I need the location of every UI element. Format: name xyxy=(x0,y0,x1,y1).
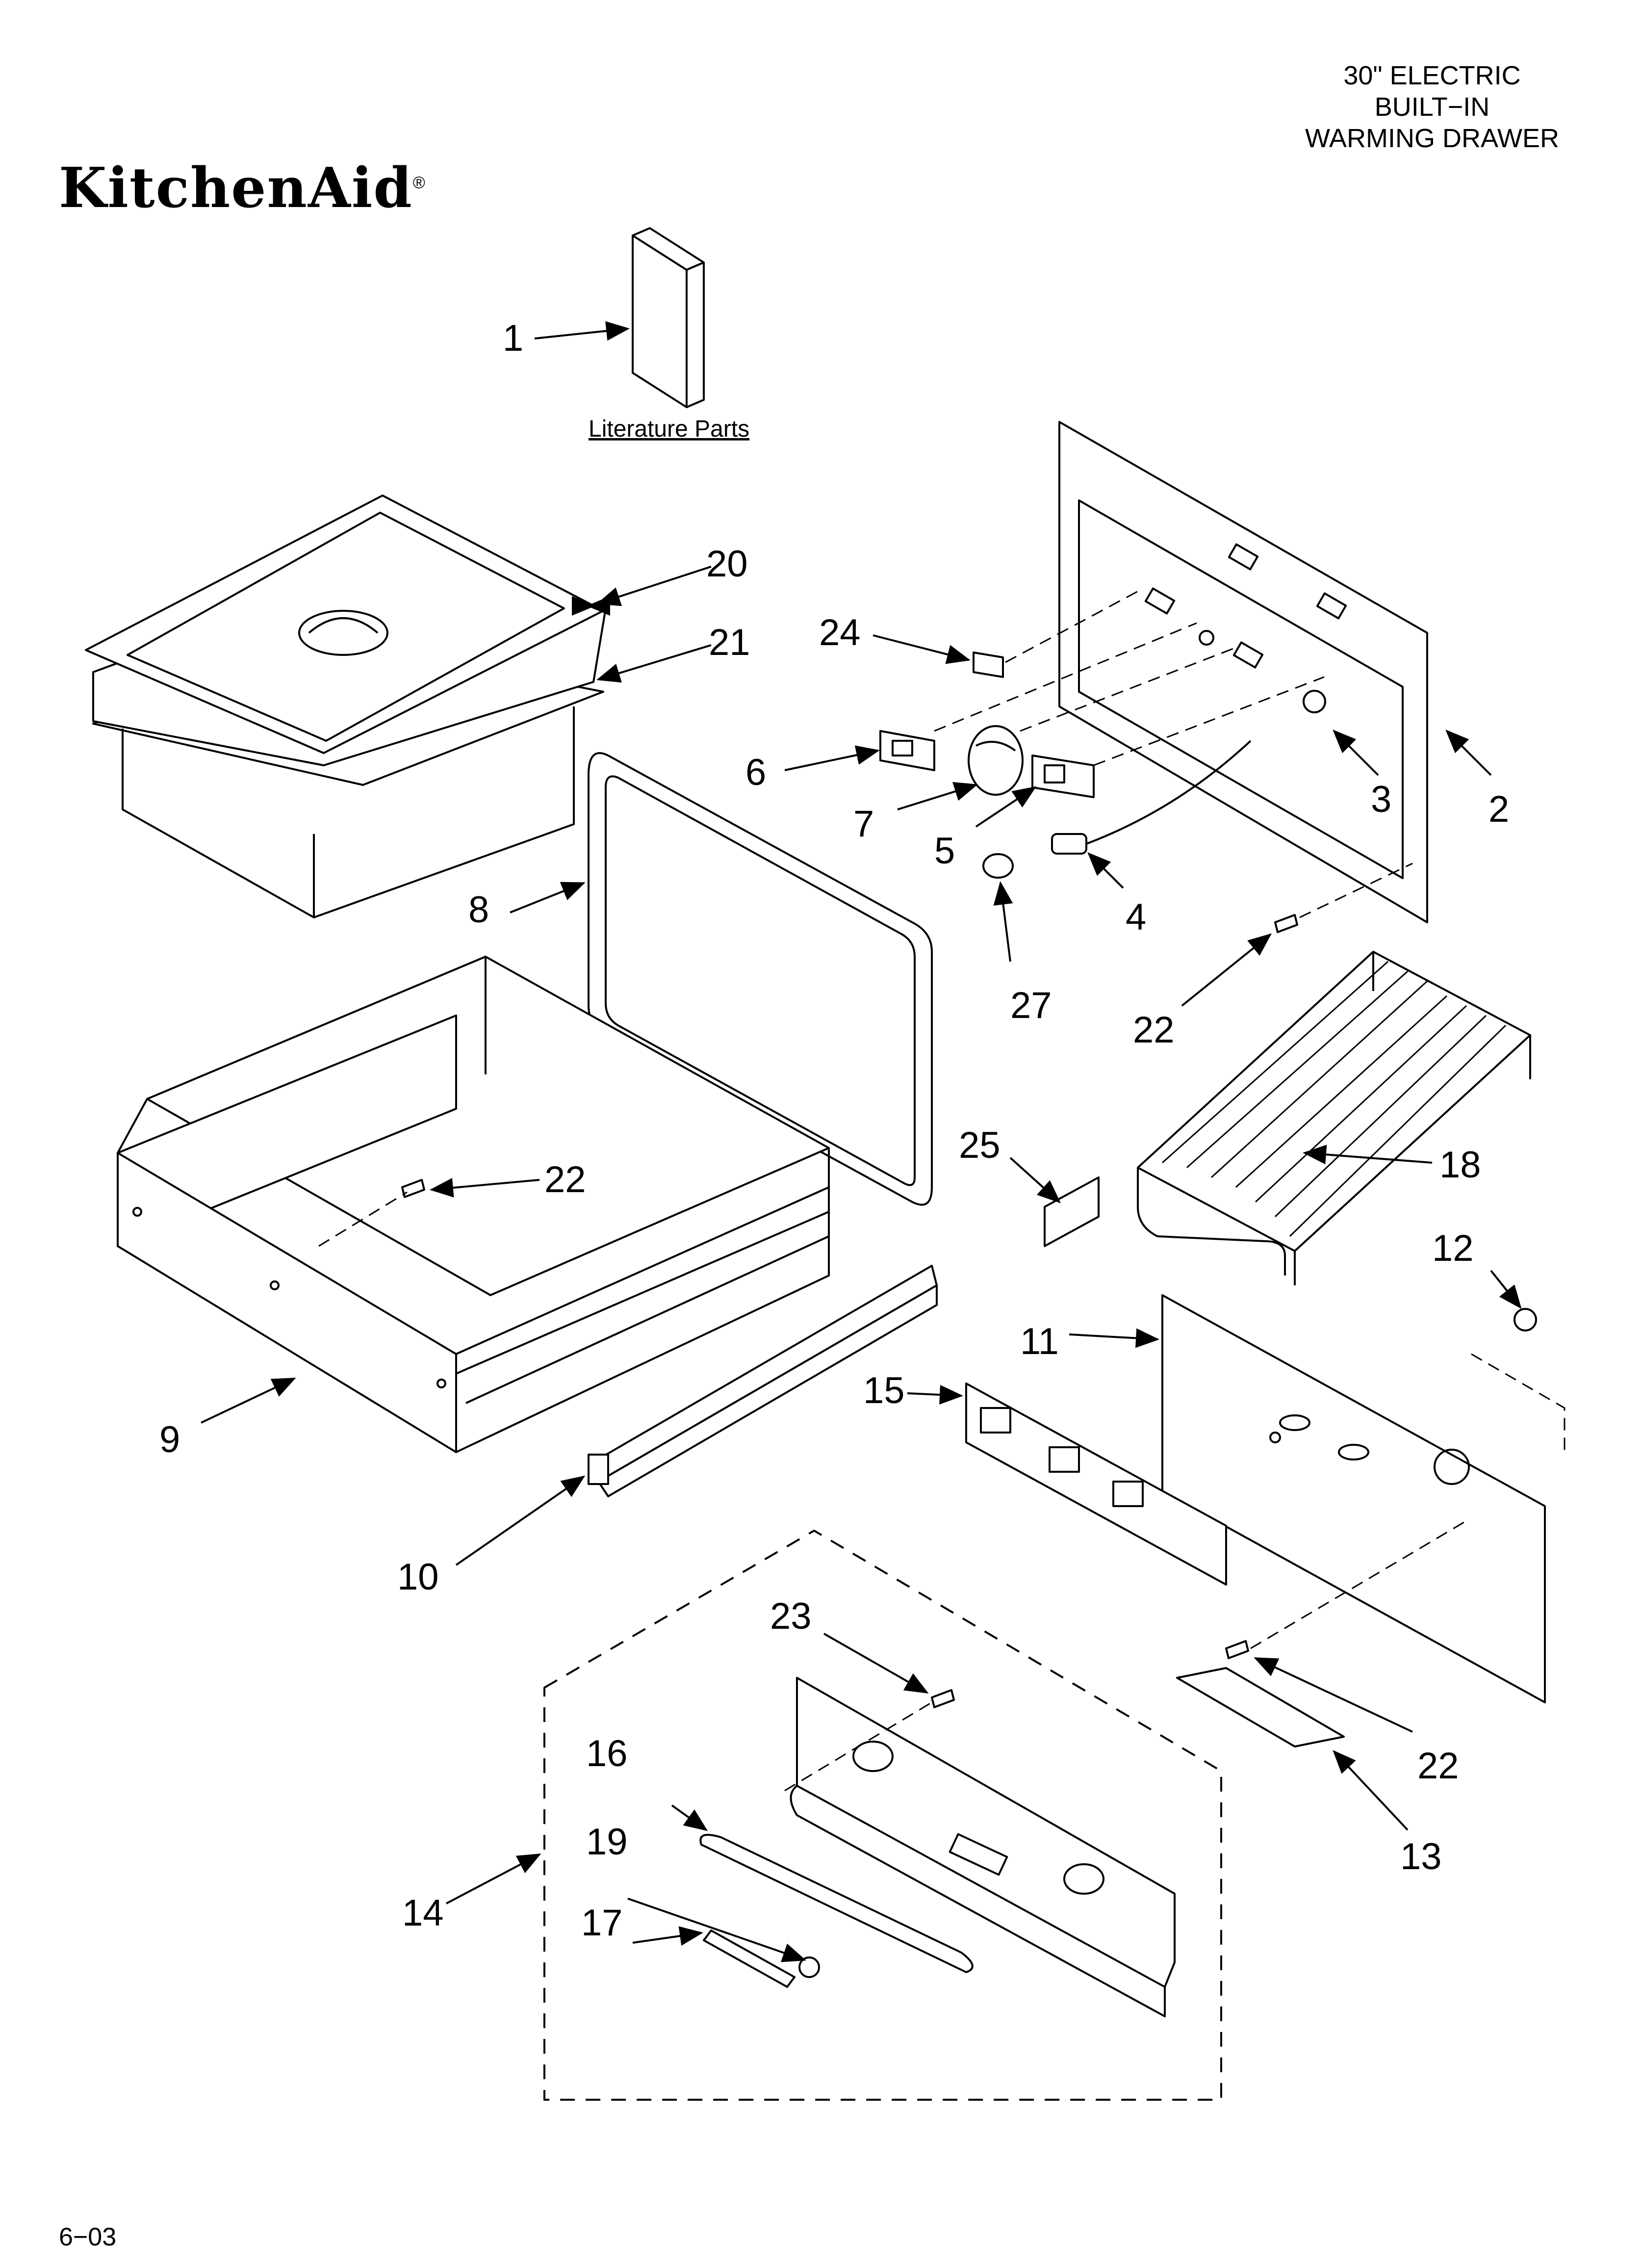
callout-6: 6 xyxy=(745,752,766,793)
part-nameplate xyxy=(703,1929,795,1988)
part-switch-rocker-6 xyxy=(879,730,935,771)
part-pan-with-lid xyxy=(85,495,607,918)
callout-1: 1 xyxy=(503,317,523,359)
part-handle xyxy=(699,1834,974,1973)
callout-11: 11 xyxy=(1020,1321,1059,1362)
callout-24: 24 xyxy=(819,612,861,653)
callout-3: 3 xyxy=(1371,779,1391,820)
callout-25: 25 xyxy=(959,1124,1001,1166)
part-drawer-box xyxy=(117,956,830,1453)
callout-2: 2 xyxy=(1488,788,1509,830)
callout-9: 9 xyxy=(159,1419,180,1460)
callout-arrows xyxy=(201,321,1522,1962)
rack-wires xyxy=(1162,961,1507,1237)
part-handle-nut xyxy=(798,1956,820,1978)
callout-23: 23 xyxy=(770,1595,812,1637)
part-screw-22-rack xyxy=(1274,914,1298,933)
part-bracket xyxy=(1044,1176,1100,1247)
callout-17: 17 xyxy=(581,1902,623,1944)
part-control-bezel xyxy=(965,1382,1227,1586)
part-literature-booklet xyxy=(632,227,705,408)
part-wire-rack xyxy=(1137,951,1531,1285)
header-line-2: BUILT−IN xyxy=(1374,92,1490,122)
part-control-knob xyxy=(968,725,1024,796)
callout-20: 20 xyxy=(706,543,748,585)
header-line-3: WARMING DRAWER xyxy=(1305,124,1559,153)
brand-logo: KitchenAid® xyxy=(59,156,426,220)
registered-mark: ® xyxy=(412,173,426,192)
callout-22-drawer: 22 xyxy=(544,1159,586,1200)
callout-12: 12 xyxy=(1432,1227,1474,1269)
callout-19: 19 xyxy=(586,1821,628,1863)
callout-10: 10 xyxy=(397,1556,439,1598)
callout-22-panel: 22 xyxy=(1417,1745,1459,1787)
part-screw-22-panel xyxy=(1225,1640,1249,1659)
literature-parts-label: Literature Parts xyxy=(589,416,749,442)
callout-16: 16 xyxy=(586,1733,628,1774)
callout-13: 13 xyxy=(1400,1836,1442,1877)
header-line-1: 30" ELECTRIC xyxy=(1343,61,1521,90)
callout-27: 27 xyxy=(1010,985,1052,1026)
part-switch-rocker-5 xyxy=(1031,755,1095,798)
callout-labels: 1 2 3 4 5 6 7 8 9 10 11 12 13 14 15 16 1… xyxy=(159,317,1509,1944)
footer-code: 6−03 xyxy=(59,2223,117,2251)
callout-8: 8 xyxy=(468,889,489,931)
callout-14: 14 xyxy=(402,1892,444,1934)
callout-21: 21 xyxy=(709,622,750,663)
callout-15: 15 xyxy=(863,1370,905,1411)
part-nut xyxy=(1514,1308,1537,1331)
part-label-24 xyxy=(973,652,1004,678)
callout-22-rack: 22 xyxy=(1133,1009,1175,1051)
callout-18: 18 xyxy=(1439,1144,1481,1186)
part-plug-button xyxy=(982,853,1014,879)
mounting-lines xyxy=(318,588,1565,1792)
header-title: 30" ELECTRIC BUILT−IN WARMING DRAWER xyxy=(1285,60,1579,154)
part-control-panel-back xyxy=(1058,421,1428,923)
part-drawer-slide xyxy=(588,1265,938,1497)
callout-7: 7 xyxy=(853,803,874,845)
part-screw-23-door xyxy=(931,1689,955,1708)
part-front-panel-plate xyxy=(1161,1294,1546,1703)
brand-name: KitchenAid xyxy=(59,156,413,220)
callout-4: 4 xyxy=(1126,896,1146,938)
part-switch-board xyxy=(1176,1667,1345,1747)
callout-5: 5 xyxy=(934,830,955,872)
part-door-panel xyxy=(790,1677,1176,2017)
part-indicator-light xyxy=(1051,740,1252,855)
door-assembly-boundary xyxy=(543,1530,1222,2101)
